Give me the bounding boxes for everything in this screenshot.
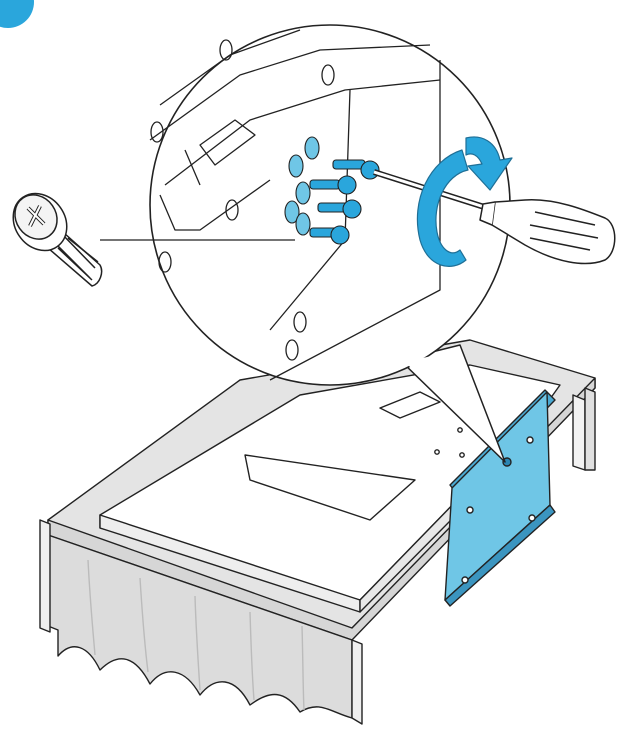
mounting-bracket-icon bbox=[444, 389, 556, 607]
magnifier-callout-icon bbox=[100, 24, 511, 463]
rotate-clockwise-arrow-icon bbox=[416, 136, 513, 267]
step-badge-icon bbox=[0, 0, 34, 28]
screw-detail-icon bbox=[12, 192, 103, 287]
screw-group bbox=[309, 159, 380, 245]
